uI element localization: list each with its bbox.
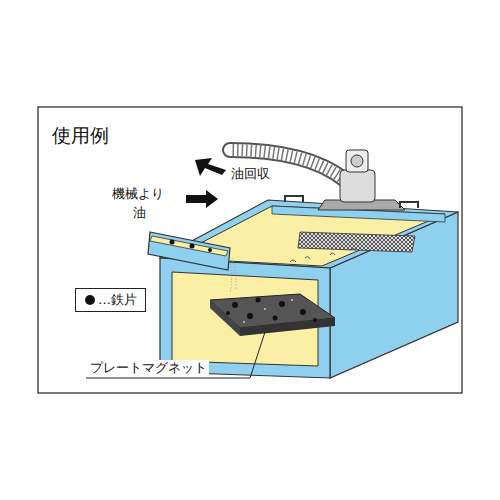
part-label: プレートマグネット (88, 360, 209, 376)
diagram-title: 使用例 (52, 124, 109, 147)
legend-text: …鉄片 (98, 291, 137, 309)
part-label: 機械より (112, 186, 164, 202)
part-label: 油 (133, 205, 146, 221)
part-label: 油回収 (231, 166, 270, 182)
legend-sample (84, 294, 96, 306)
legend-box: …鉄片 (75, 288, 146, 312)
